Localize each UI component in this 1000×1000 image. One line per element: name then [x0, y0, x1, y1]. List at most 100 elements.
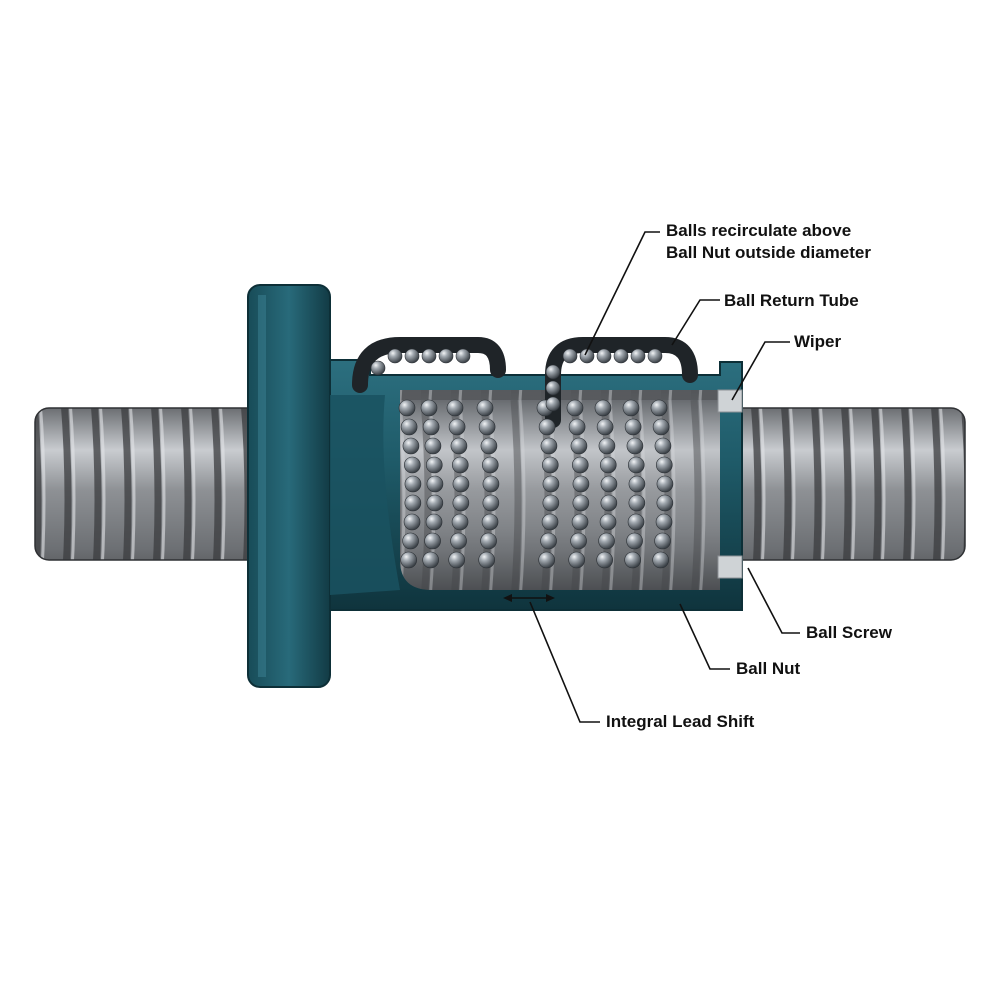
ball — [426, 475, 444, 493]
ball — [598, 437, 616, 455]
ball — [404, 475, 422, 493]
ball — [541, 513, 559, 531]
ball — [420, 399, 438, 417]
ball — [538, 551, 555, 569]
ball — [542, 494, 560, 512]
label-wiper-text: Wiper — [794, 332, 842, 351]
ball — [422, 418, 440, 436]
ball — [451, 456, 469, 474]
ball — [387, 348, 403, 364]
label-recirculate-line1: Balls recirculate above — [666, 221, 852, 240]
ball — [600, 475, 618, 493]
ball — [425, 456, 443, 474]
ball — [568, 551, 585, 569]
ball — [594, 399, 612, 417]
ball — [572, 494, 590, 512]
ball — [421, 348, 437, 364]
leader-wiper — [731, 341, 790, 401]
ball — [600, 494, 618, 512]
label-wiper: Wiper — [794, 331, 841, 353]
ball — [451, 513, 469, 531]
ball — [438, 348, 454, 364]
leader-lines — [529, 231, 800, 723]
ball — [545, 380, 561, 396]
leader-ball-nut — [679, 603, 730, 670]
ball — [566, 399, 584, 417]
ball — [424, 437, 442, 455]
ball — [599, 513, 617, 531]
ball — [542, 475, 560, 493]
ball — [476, 399, 494, 417]
ball-nut-body — [329, 359, 743, 611]
ball — [455, 348, 471, 364]
ball — [482, 475, 500, 493]
leader-return-tube — [671, 299, 720, 346]
ball — [425, 513, 443, 531]
ball — [404, 348, 420, 364]
ball — [370, 360, 386, 376]
ball — [450, 532, 467, 550]
ball — [570, 532, 587, 550]
ball — [571, 513, 589, 531]
ball — [448, 551, 465, 569]
ball — [482, 494, 500, 512]
leader-ball-screw — [747, 567, 800, 634]
ball — [545, 364, 561, 380]
ball — [404, 494, 422, 512]
ball — [402, 437, 420, 455]
label-recirculate: Balls recirculate above Ball Nut outside… — [666, 220, 871, 264]
ball — [627, 456, 645, 474]
ball — [540, 437, 558, 455]
label-return-tube: Ball Return Tube — [724, 290, 859, 312]
ball — [626, 532, 643, 550]
ball — [655, 456, 673, 474]
ball — [647, 348, 663, 364]
ball — [624, 418, 642, 436]
ball — [652, 551, 669, 569]
ball — [452, 494, 470, 512]
ball — [626, 437, 644, 455]
ball — [481, 456, 499, 474]
ball — [624, 551, 641, 569]
ball — [568, 418, 586, 436]
ball — [422, 551, 439, 569]
ball — [481, 513, 499, 531]
recirculating-balls — [370, 348, 674, 569]
ball — [478, 551, 495, 569]
ball — [400, 418, 418, 436]
ball — [572, 475, 590, 493]
label-recirculate-line2: Ball Nut outside diameter — [666, 243, 871, 262]
ball — [480, 532, 497, 550]
label-lead-shift: Integral Lead Shift — [606, 711, 754, 733]
ball — [540, 532, 557, 550]
ball — [538, 418, 556, 436]
label-return-tube-text: Ball Return Tube — [724, 291, 859, 310]
ball — [403, 513, 421, 531]
ball — [596, 551, 613, 569]
ball — [424, 532, 441, 550]
leader-lead-shift — [529, 601, 600, 723]
ball — [656, 494, 674, 512]
ball — [480, 437, 498, 455]
ball — [450, 437, 468, 455]
label-ball-nut: Ball Nut — [736, 658, 800, 680]
ball — [579, 348, 595, 364]
label-ball-nut-text: Ball Nut — [736, 659, 801, 678]
label-ball-screw-text: Ball Screw — [806, 623, 892, 642]
lead-shift-arrow — [503, 594, 555, 602]
ball — [613, 348, 629, 364]
ball-return-tube — [352, 337, 698, 428]
wiper — [717, 389, 743, 579]
ball — [596, 418, 614, 436]
ball — [655, 513, 673, 531]
ball — [478, 418, 496, 436]
ball — [628, 494, 646, 512]
ball — [599, 456, 617, 474]
ball — [402, 532, 419, 550]
ball — [400, 551, 417, 569]
ball — [650, 399, 668, 417]
ball — [654, 532, 671, 550]
ball — [398, 399, 416, 417]
ball — [562, 348, 578, 364]
